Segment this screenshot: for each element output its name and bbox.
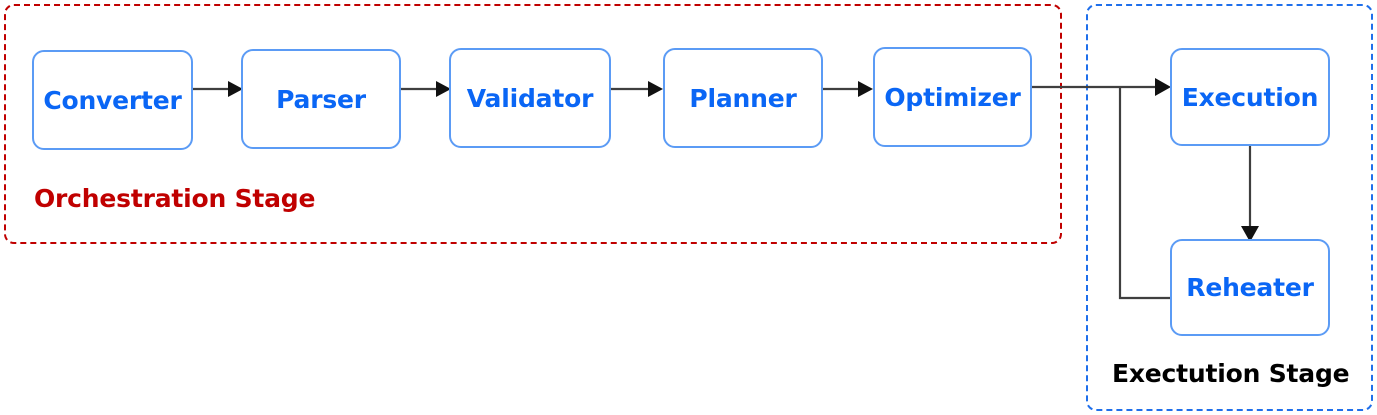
node-optimizer[interactable]: Optimizer — [873, 47, 1032, 147]
node-validator[interactable]: Validator — [449, 48, 611, 148]
node-planner[interactable]: Planner — [663, 48, 823, 148]
node-execution[interactable]: Execution — [1170, 48, 1330, 146]
node-reheater[interactable]: Reheater — [1170, 239, 1330, 336]
stage-container-execution — [1086, 4, 1373, 411]
stage-container-orchestration — [4, 4, 1062, 244]
node-parser[interactable]: Parser — [241, 49, 401, 149]
node-label-execution: Execution — [1181, 82, 1319, 112]
node-label-validator: Validator — [466, 83, 594, 113]
node-label-converter: Converter — [43, 85, 182, 115]
node-label-optimizer: Optimizer — [884, 82, 1021, 112]
node-label-parser: Parser — [276, 84, 366, 114]
node-label-planner: Planner — [689, 83, 797, 113]
node-converter[interactable]: Converter — [32, 50, 193, 150]
stage-label-execution: Exectution Stage — [1112, 359, 1350, 388]
node-label-reheater: Reheater — [1186, 273, 1314, 302]
stage-label-orchestration: Orchestration Stage — [34, 184, 316, 213]
